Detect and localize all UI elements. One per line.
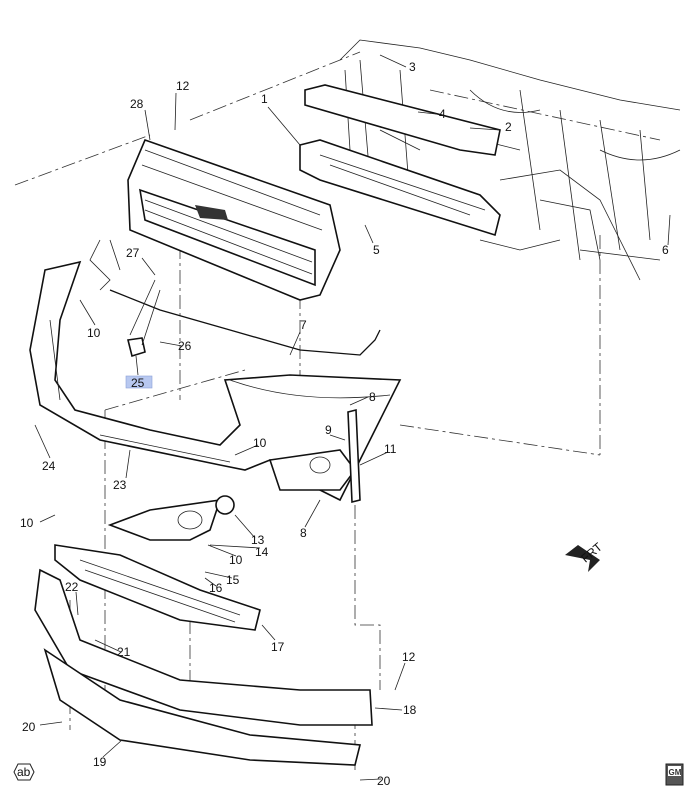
- callout-18: 18: [403, 703, 417, 717]
- leader-lines: [34, 54, 671, 781]
- callout-26: 26: [178, 339, 192, 353]
- callout-20: 20: [22, 720, 36, 734]
- callout-15: 15: [226, 573, 240, 587]
- bumper-fascia-part-23: [29, 260, 402, 502]
- callout-1: 1: [261, 92, 268, 106]
- callout-27: 27: [126, 246, 140, 260]
- callout-12: 12: [176, 79, 190, 93]
- callout-8: 8: [300, 526, 307, 540]
- gm-logo-icon: GM: [665, 763, 684, 786]
- callout-13: 13: [251, 533, 265, 547]
- lower-fascia-part-18: [34, 568, 373, 726]
- callout-22: 22: [65, 580, 79, 594]
- grille-part-28: [127, 138, 341, 301]
- fog-lamp-bracket-part-11: [268, 408, 361, 504]
- callout-2: 2: [505, 120, 512, 134]
- upper-beam-part-2: [304, 84, 501, 156]
- callout-7: 7: [300, 318, 307, 332]
- callout-3: 3: [409, 60, 416, 74]
- callout-6: 6: [662, 243, 669, 257]
- callout-9: 9: [325, 423, 332, 437]
- ab-badge-icon: ab: [13, 763, 35, 781]
- callout-12: 12: [402, 650, 416, 664]
- air-deflector-part-19: [43, 648, 362, 766]
- callout-10: 10: [87, 326, 101, 340]
- callout-23: 23: [113, 478, 127, 492]
- front-direction-arrow: FRT: [565, 539, 605, 572]
- callout-20: 20: [377, 774, 391, 788]
- callout-19: 19: [93, 755, 107, 769]
- callout-4: 4: [439, 107, 446, 121]
- front-arrow-label: FRT: [578, 539, 605, 565]
- lower-grille-part-17: [54, 544, 261, 631]
- wiring-harness-part-7: [89, 239, 381, 356]
- energy-absorber-part-1: [299, 139, 501, 237]
- callout-10: 10: [253, 436, 267, 450]
- callout-25-highlight: [125, 375, 153, 389]
- callout-24: 24: [42, 459, 56, 473]
- callout-8: 8: [369, 390, 376, 404]
- ab-badge-label: ab: [17, 765, 31, 779]
- callout-11: 11: [384, 442, 397, 456]
- callout-10: 10: [20, 516, 34, 530]
- callout-10: 10: [229, 553, 243, 567]
- callout-14: 14: [255, 545, 269, 559]
- body-structure: [339, 39, 681, 281]
- callout-16: 16: [209, 581, 223, 595]
- svg-text:GM: GM: [669, 768, 682, 777]
- callout-17: 17: [271, 640, 285, 654]
- sensor-part-25: [127, 279, 161, 376]
- callout-5: 5: [373, 243, 380, 257]
- callout-labels: 28 12 1 3 4 2 5 6 27 10 26 7 25 24 23 8 …: [20, 60, 669, 788]
- callout-21: 21: [117, 645, 131, 659]
- callout-25: 25: [131, 376, 145, 390]
- callout-28: 28: [130, 97, 144, 111]
- fog-lamp-bezel-part-14: [107, 495, 235, 541]
